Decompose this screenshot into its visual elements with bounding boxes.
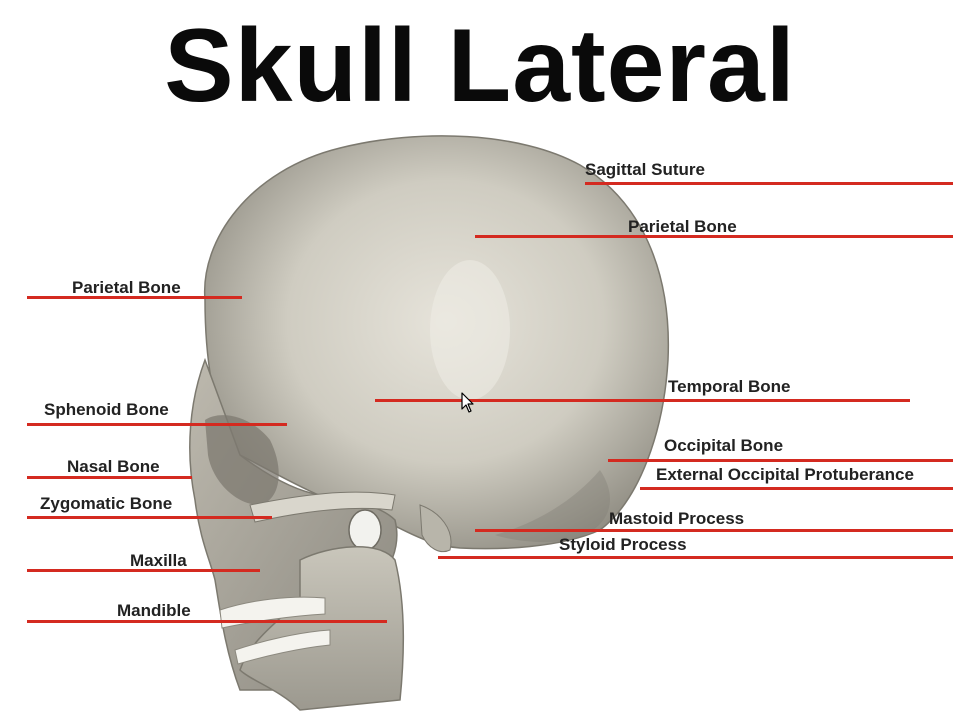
label-nasal-bone: Nasal Bone <box>67 457 160 476</box>
diagram-title: Skull Lateral <box>164 8 796 124</box>
label-maxilla: Maxilla <box>130 551 187 570</box>
label-mandible: Mandible <box>117 601 191 620</box>
label-styloid-process: Styloid Process <box>559 535 687 554</box>
label-temporal-bone: Temporal Bone <box>668 377 791 396</box>
leader-line-parietal-bone-left <box>27 296 242 299</box>
label-sphenoid-bone: Sphenoid Bone <box>44 400 169 419</box>
label-mastoid-process: Mastoid Process <box>609 509 745 528</box>
leader-line-mastoid-process <box>475 529 953 532</box>
label-parietal-bone-right: Parietal Bone <box>628 217 737 236</box>
leader-line-zygomatic-bone <box>27 516 272 519</box>
mouse-pointer-icon <box>461 392 474 413</box>
label-external-occipital-protuberance: External Occipital Protuberance <box>656 465 914 484</box>
leader-line-styloid-process <box>438 556 953 559</box>
mandible-shape <box>239 546 405 711</box>
leader-line-nasal-bone <box>27 476 192 479</box>
leader-line-sagittal-suture <box>585 182 953 185</box>
label-occipital-bone: Occipital Bone <box>664 436 784 455</box>
label-sagittal-suture: Sagittal Suture <box>585 160 705 179</box>
leader-line-parietal-bone-right <box>475 235 953 238</box>
leader-line-temporal-bone <box>375 399 910 402</box>
label-parietal-bone-left: Parietal Bone <box>72 278 181 297</box>
leader-line-external-occipital-protuberance <box>640 487 953 490</box>
leader-line-maxilla <box>27 569 260 572</box>
leader-line-mandible <box>27 620 387 623</box>
leader-line-occipital-bone <box>608 459 953 462</box>
label-zygomatic-bone: Zygomatic Bone <box>40 494 173 513</box>
leader-line-sphenoid-bone <box>27 423 287 426</box>
